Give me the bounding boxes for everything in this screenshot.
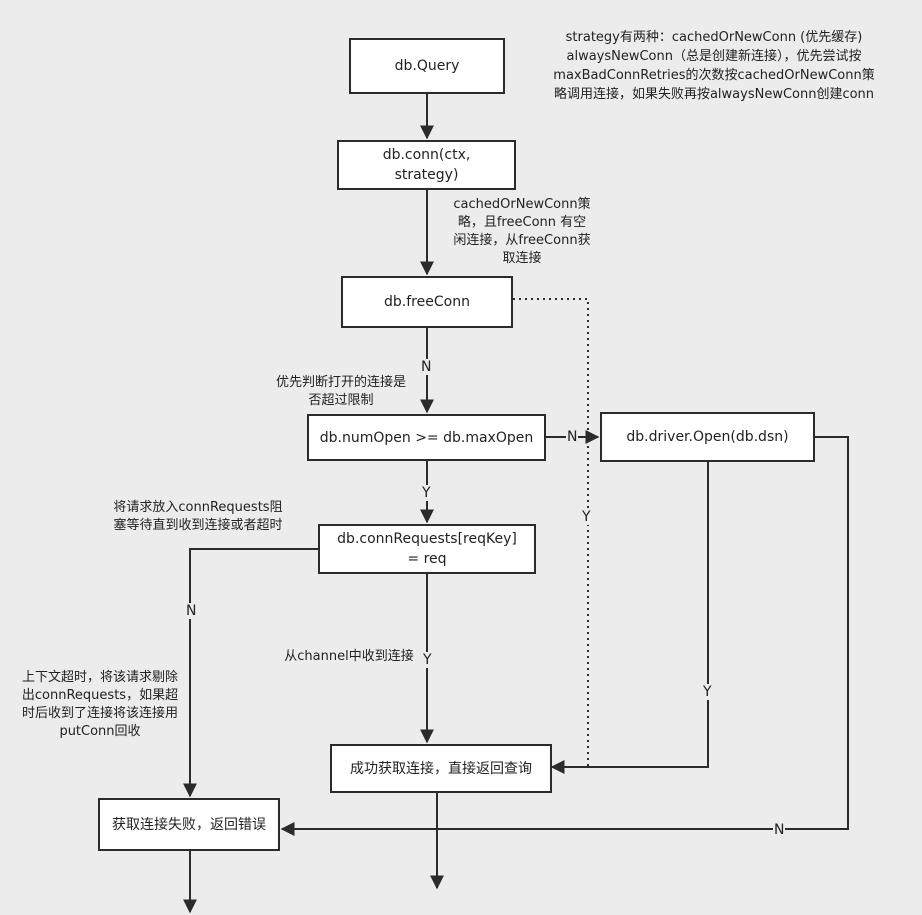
node-failure-label: 获取连接失败，返回错误 xyxy=(112,816,266,833)
node-failure: 获取连接失败，返回错误 xyxy=(98,798,280,851)
node-db-query: db.Query xyxy=(349,38,505,94)
node-numopen-check-label: db.numOpen >= db.maxOpen xyxy=(319,429,534,446)
note-timeout: 上下文超时，将该请求剔除 出connRequests，如果超 时后收到了连接将该… xyxy=(21,670,179,739)
node-db-conn-label: db.conn(ctx, strategy) xyxy=(382,147,471,183)
node-success: 成功获取连接，直接返回查询 xyxy=(330,744,552,793)
node-driver-open: db.driver.Open(db.dsn) xyxy=(600,412,815,462)
node-numopen-check: db.numOpen >= db.maxOpen xyxy=(307,414,546,461)
note-channel: 从channel中收到连接 xyxy=(284,649,414,664)
note-strategy: strategy有两种：cachedOrNewConn (优先缓存) alway… xyxy=(553,30,875,102)
label-driver-n: N xyxy=(773,822,786,838)
edge-requests-to-failure xyxy=(183,548,318,798)
edge-driver-to-failure xyxy=(280,436,849,836)
node-db-query-label: db.Query xyxy=(394,58,460,74)
label-numopen-y: Y xyxy=(421,485,432,501)
label-numopen-n: N xyxy=(566,429,579,445)
node-db-freeconn: db.freeConn xyxy=(341,276,513,328)
label-req-n: N xyxy=(185,603,198,619)
label-freeconn-n: N xyxy=(420,359,433,375)
note-limit: 优先判断打开的连接是 否超过限制 xyxy=(275,375,406,408)
node-driver-open-label: db.driver.Open(db.dsn) xyxy=(626,429,789,445)
node-success-label: 成功获取连接，直接返回查询 xyxy=(350,760,532,777)
note-block: 将请求放入connRequests阻 塞等待直到收到连接或者超时 xyxy=(113,500,283,533)
label-req-y: Y xyxy=(422,652,433,668)
label-driver-y: Y xyxy=(702,684,713,700)
note-freeconn: cachedOrNewConn策 略，且freeConn 有空 闲连接，从fre… xyxy=(453,197,591,266)
label-freeconn-y: Y xyxy=(581,509,592,525)
edge-driver-to-success xyxy=(550,462,709,774)
edge-freeconn-to-success-dotted xyxy=(513,298,589,768)
node-db-conn: db.conn(ctx, strategy) xyxy=(337,140,516,190)
node-conn-requests-label: db.connRequests[reqKey] = req xyxy=(337,531,517,567)
node-db-freeconn-label: db.freeConn xyxy=(384,294,470,310)
node-conn-requests: db.connRequests[reqKey] = req xyxy=(318,524,536,574)
